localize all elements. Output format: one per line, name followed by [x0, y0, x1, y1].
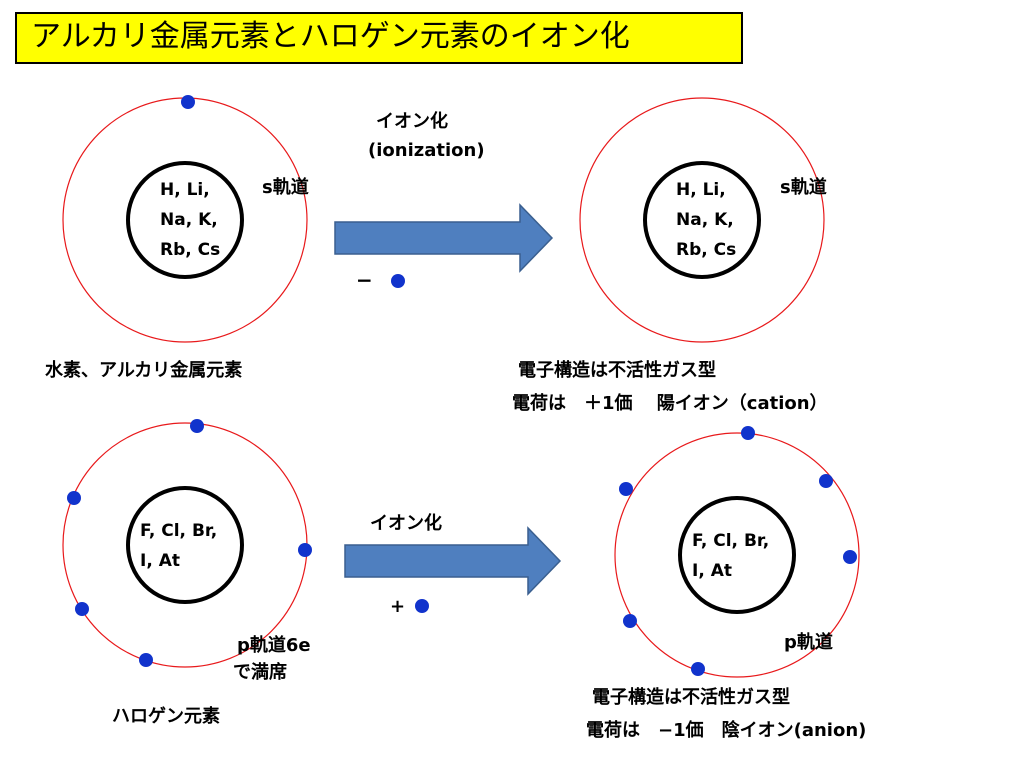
- arrow-label-top: イオン化: [376, 111, 448, 132]
- electron: [819, 474, 833, 488]
- caption-halogen: ハロゲン元素: [112, 706, 220, 727]
- caption-anion-structure: 電子構造は不活性ガス型: [592, 687, 790, 708]
- electron: [298, 543, 312, 557]
- arrow-sublabel-top: (ionization): [368, 140, 485, 161]
- ionization-arrow-top: [334, 203, 554, 273]
- electron: [623, 614, 637, 628]
- orbital-label: s軌道: [262, 177, 309, 198]
- electron: [75, 602, 89, 616]
- core-label-alkali: H, Li, Na, K, Rb, Cs: [160, 180, 221, 260]
- core-label-anion: F, Cl, Br, I, At: [692, 531, 770, 581]
- orbital-label: p軌道6e: [237, 635, 311, 656]
- outer-orbit-anion: [614, 432, 860, 678]
- page-title: アルカリ金属元素とハロゲン元素のイオン化: [15, 12, 743, 64]
- core-halogen: [126, 486, 244, 604]
- core-anion: [678, 496, 796, 614]
- caption-anion-charge: 電荷は −1価 陰イオン(anion): [586, 720, 867, 741]
- electron: [741, 426, 755, 440]
- electron: [190, 419, 204, 433]
- orbital-label: p軌道: [784, 632, 833, 653]
- electron-sign-minus: −: [356, 268, 373, 292]
- electron: [67, 491, 81, 505]
- released-electron: [391, 274, 405, 288]
- electron: [181, 95, 195, 109]
- core-alkali: [126, 161, 244, 279]
- core-label-halogen: F, Cl, Br, I, At: [140, 521, 218, 571]
- outer-orbit-cation: [579, 97, 825, 343]
- arrow-label-bottom: イオン化: [370, 513, 442, 534]
- ionization-arrow-bottom: [344, 526, 562, 596]
- core-cation: [643, 161, 761, 279]
- core-label-cation: H, Li, Na, K, Rb, Cs: [676, 180, 737, 260]
- electron: [139, 653, 153, 667]
- caption-cation-structure: 電子構造は不活性ガス型: [518, 360, 716, 381]
- electron: [691, 662, 705, 676]
- captured-electron: [415, 599, 429, 613]
- electron: [843, 550, 857, 564]
- caption-cation-charge: 電荷は ＋1価 陽イオン（cation）: [512, 393, 828, 414]
- orbital-label-2: で満席: [233, 662, 287, 683]
- orbital-label: s軌道: [780, 177, 827, 198]
- electron-sign-plus: +: [390, 596, 406, 617]
- electron: [619, 482, 633, 496]
- caption-alkali: 水素、アルカリ金属元素: [45, 360, 243, 381]
